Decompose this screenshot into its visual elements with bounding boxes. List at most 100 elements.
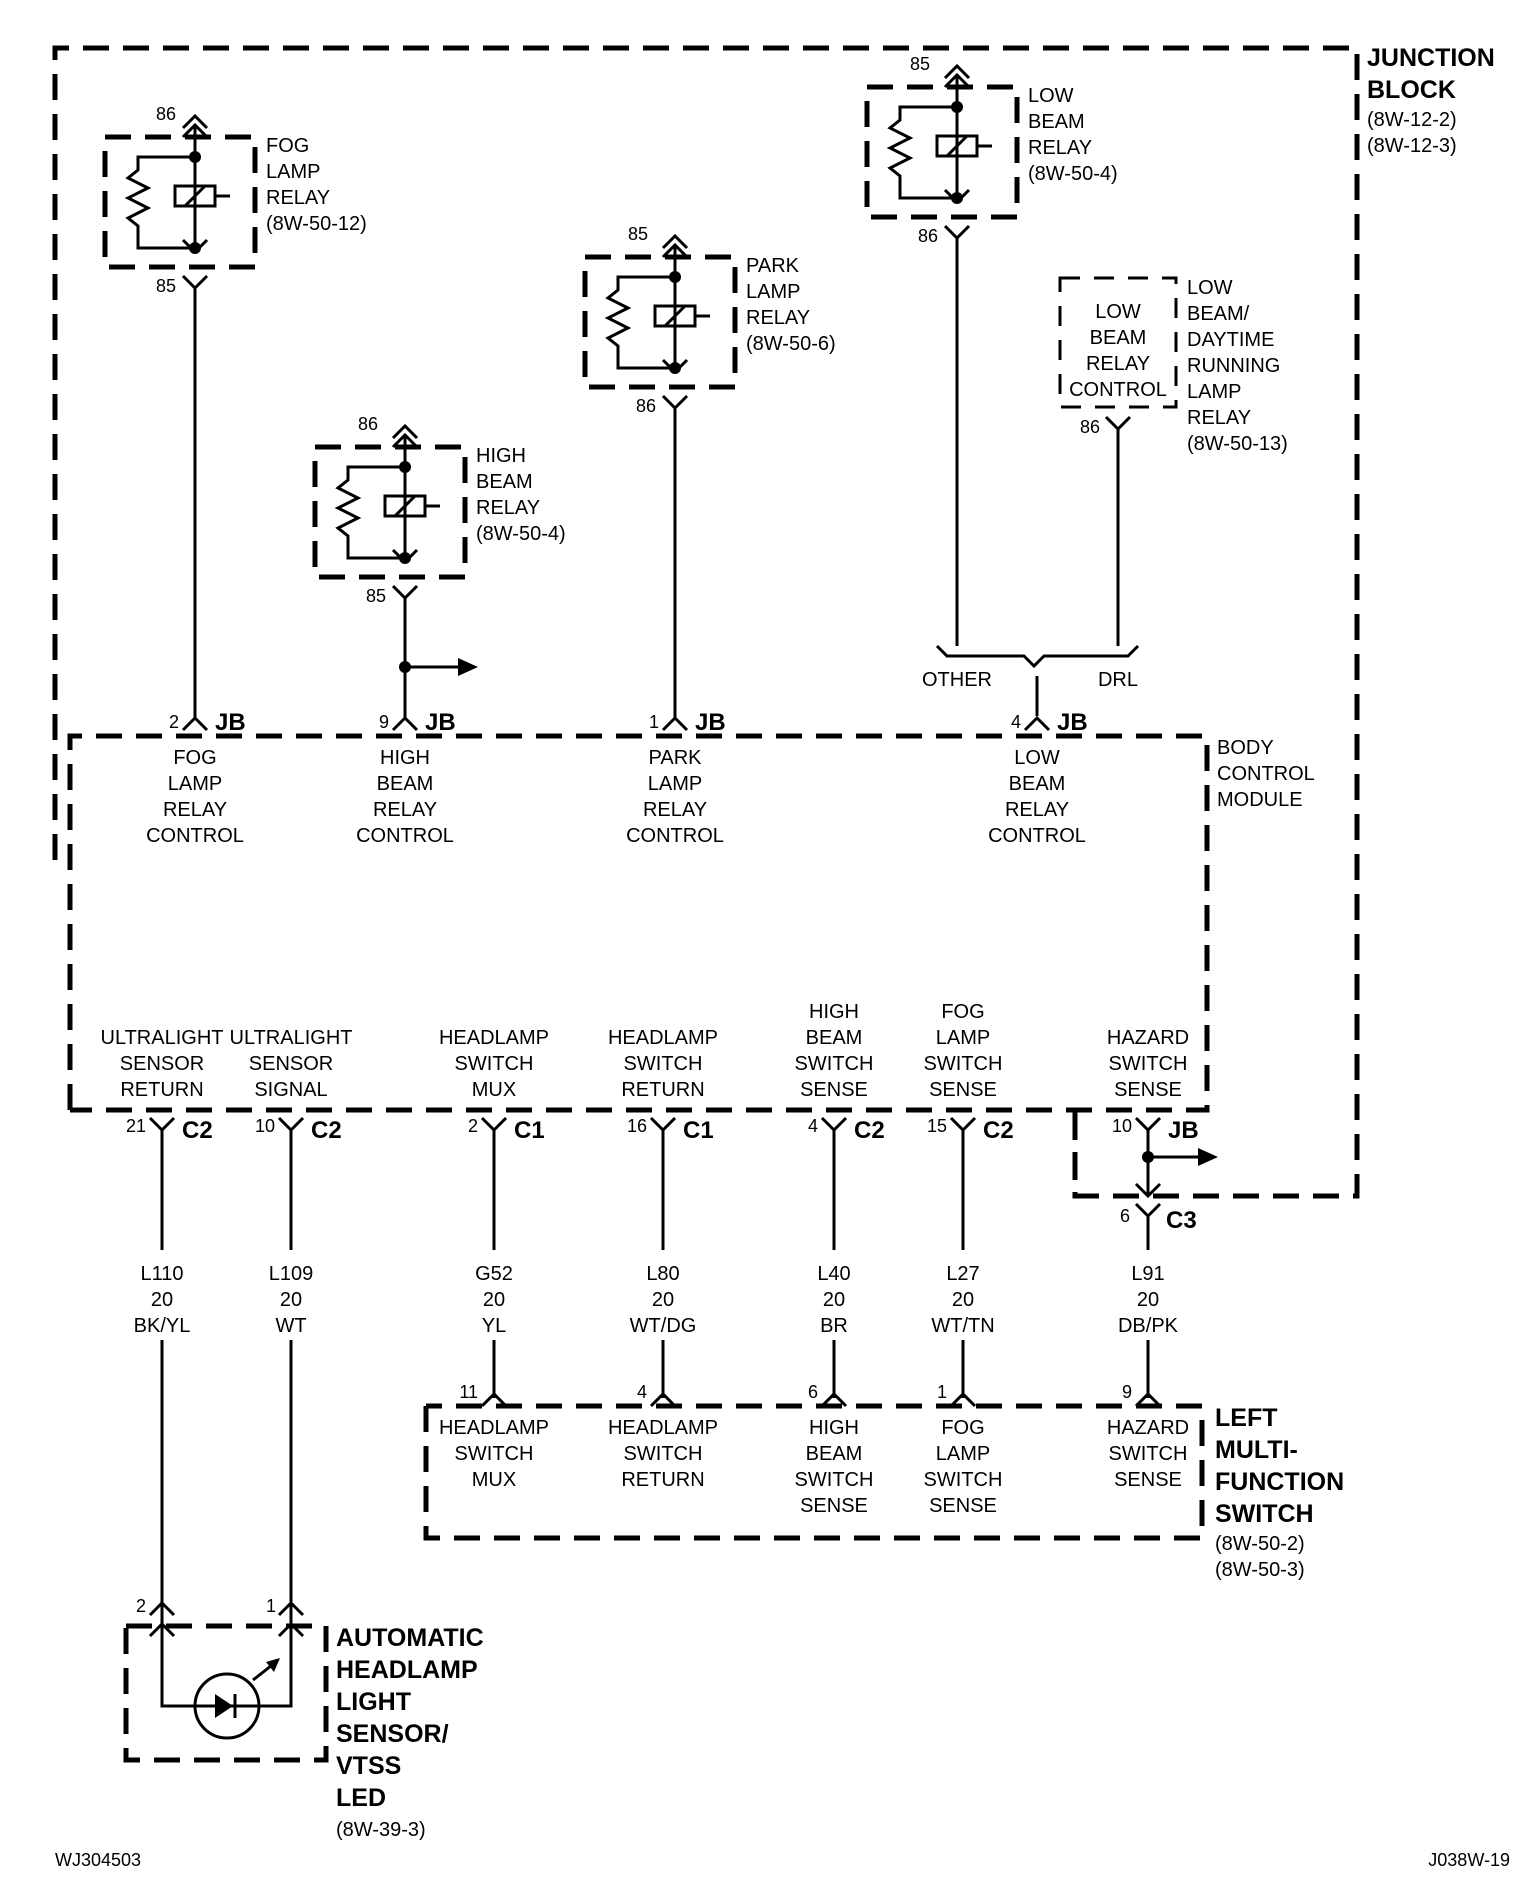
fog-relay-top-pin: 86 [156,104,176,124]
sensor-title: VTSS [336,1752,401,1780]
drl-relay-name: DAYTIME [1187,329,1274,351]
park-relay-top-pin: 85 [628,224,648,244]
drl-inner-label: LOW [1095,301,1141,323]
pin-function-label: SWITCH [455,1443,534,1465]
mfs-title: LEFT [1215,1404,1278,1432]
pin-connector [181,715,209,732]
figure-id-left: WJ304503 [55,1850,141,1870]
hazard-c3-connector: C3 [1166,1207,1197,1234]
pin-function-label: SENSE [929,1495,997,1517]
fog-relay-ref: (8W-50-12) [266,213,367,235]
pin-function-label: CONTROL [146,825,244,847]
drl-inner-label: BEAM [1090,327,1147,349]
drl-relay-name: BEAM/ [1187,303,1250,325]
pin-function-label: BEAM [377,773,434,795]
high-relay-name: RELAY [476,497,540,519]
pin-function-label: RELAY [163,799,227,821]
pin-number: 2 [169,712,179,732]
pin-function-label: HEADLAMP [439,1027,549,1049]
pin-function-label: CONTROL [626,825,724,847]
pin-connector [820,1391,848,1408]
connector-id: JB [1057,709,1088,736]
wire-circuit: G52 [475,1263,513,1285]
multifunction-switch-outline [423,1403,1205,1541]
wire-gauge: 20 [823,1289,845,1311]
park-relay-name: PARK [746,255,800,277]
connector-id: C2 [311,1117,342,1144]
pin-number: 10 [1112,1116,1132,1136]
hazard-c3-pin: 6 [1120,1206,1130,1226]
high-relay-name: HIGH [476,445,526,467]
pin-connector [1104,415,1132,432]
drl-relay-name: RUNNING [1187,355,1280,377]
pin-function-label: SWITCH [1109,1053,1188,1075]
pin-connector [480,1116,508,1133]
pin-connector [949,1116,977,1133]
relay-coil-icon [604,242,710,375]
pin-connector [661,715,689,732]
pin-function-label: RETURN [621,1079,704,1101]
drl-relay-outline [1058,276,1178,409]
high-beam-relay: 86 85 HIGH BEAM RELAY (8W-50-4) [312,414,566,606]
bcm-title: CONTROL [1217,763,1315,785]
pin-function-label: SWITCH [1109,1443,1188,1465]
wire-color: BR [820,1315,848,1337]
wire-circuit: L110 [140,1263,183,1285]
connector-id: C2 [983,1117,1014,1144]
wire-circuit: L40 [817,1263,850,1285]
pin-function-label: PARK [649,747,703,769]
high-relay-name: BEAM [476,471,533,493]
pin-function-label: SENSOR [120,1053,204,1075]
pin-function-label: SENSE [800,1079,868,1101]
pin-function-label: FOG [941,1417,984,1439]
mfs-ref: (8W-50-3) [1215,1559,1305,1581]
pin-function-label: SENSE [800,1495,868,1517]
sensor-pin-2: 2 [136,1596,146,1616]
pin-bottom-connector [943,224,971,241]
pin-top-connector [181,113,209,130]
wire-circuit: L109 [269,1263,314,1285]
pin-function-label: MUX [472,1079,516,1101]
pin-connector [649,1391,677,1408]
pin-function-label: RETURN [120,1079,203,1101]
pin-function-label: LAMP [648,773,702,795]
option-splice-bracket: OTHER DRL [922,644,1140,716]
pin-function-label: HEADLAMP [439,1417,549,1439]
arrow-right-icon [1198,1148,1218,1166]
drl-relay-name: RELAY [1187,407,1251,429]
mfs-title: SWITCH [1215,1500,1314,1528]
relay-coil-icon [886,72,992,205]
pin-function-label: ULTRALIGHT [230,1027,353,1049]
connector-id: C1 [683,1117,714,1144]
junction-block-outline [52,45,1360,1199]
junction-block-ref-2: (8W-12-3) [1367,135,1457,157]
sensor-title: SENSOR/ [336,1720,449,1748]
bcm-title: MODULE [1217,789,1303,811]
arrow-right-icon [458,658,478,676]
pin-function-label: LAMP [936,1443,990,1465]
photodiode-icon [193,1658,280,1740]
pin-number: 1 [937,1382,947,1402]
pin-function-label: SWITCH [624,1053,703,1075]
wire-gauge: 20 [280,1289,302,1311]
pin-connector [1023,715,1051,732]
wire-color: BK/YL [134,1315,191,1337]
pin-connector [1134,1182,1162,1199]
sensor-title: AUTOMATIC [336,1624,484,1652]
pin-function-label: BEAM [806,1027,863,1049]
relay-coil-icon [124,122,230,255]
pin-connector [148,1116,176,1133]
pin-connector [1134,1391,1162,1408]
pin-number: 10 [255,1116,275,1136]
wire-color: WT [275,1315,306,1337]
